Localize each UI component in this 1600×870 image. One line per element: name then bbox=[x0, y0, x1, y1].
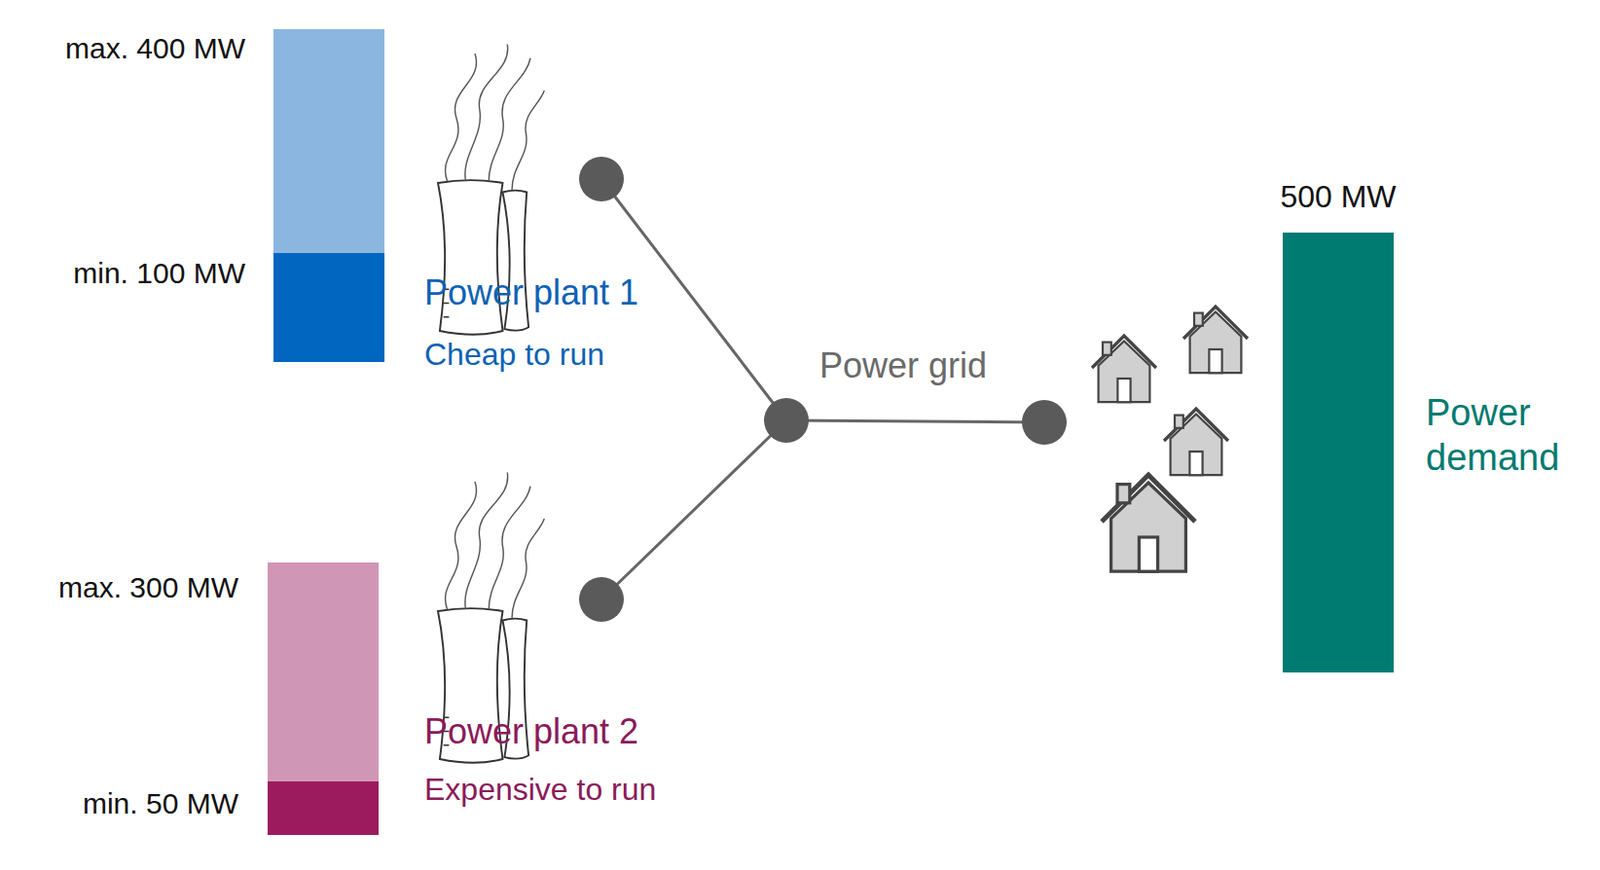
limit-label: min. 50 MW bbox=[82, 786, 239, 822]
grid-label: Power grid bbox=[819, 344, 987, 387]
limit-label: max. 400 MW bbox=[65, 31, 246, 67]
demand-label: Power demand bbox=[1425, 391, 1582, 480]
limit-label: max. 300 MW bbox=[58, 570, 239, 606]
plant-note: Cheap to run bbox=[424, 335, 605, 373]
min-bar bbox=[273, 253, 385, 363]
limit-label: min. 100 MW bbox=[72, 255, 246, 291]
plant-name: Power plant 1 bbox=[424, 271, 639, 314]
capacity-bar bbox=[267, 562, 379, 783]
capacity-bar bbox=[273, 29, 385, 255]
plant-note: Expensive to run bbox=[424, 770, 656, 808]
demand-bar bbox=[1282, 232, 1394, 673]
min-bar bbox=[267, 781, 379, 836]
demand-value: 500 MW bbox=[1279, 178, 1396, 216]
plant-name: Power plant 2 bbox=[424, 710, 639, 753]
